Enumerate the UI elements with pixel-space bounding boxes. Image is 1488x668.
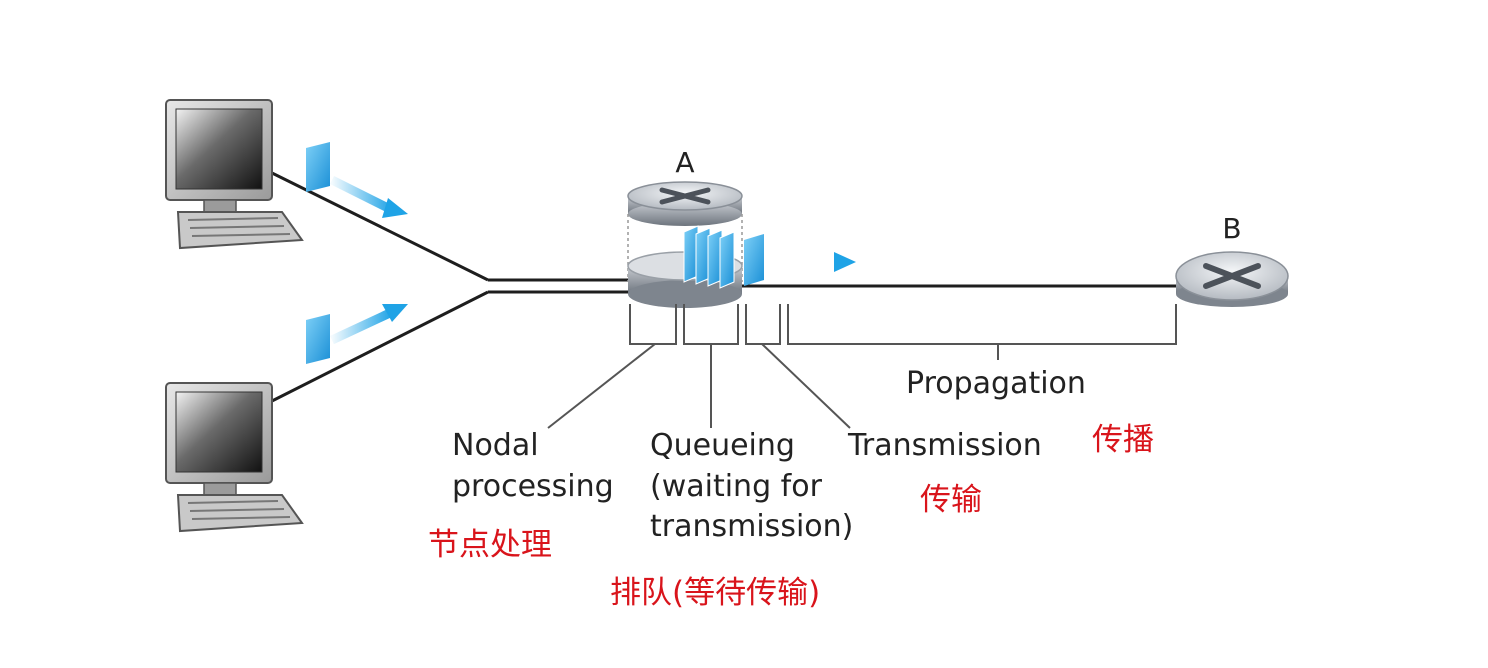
arrow-icon (768, 252, 856, 272)
cn-label-transmission: 传输 (920, 482, 982, 518)
bracket-nodal-processing (547, 304, 677, 429)
router-a (627, 181, 856, 308)
computer-icon (165, 382, 304, 533)
bracket-propagation (787, 304, 1177, 360)
packet-icon (306, 314, 330, 364)
bracket-queueing (683, 304, 739, 428)
bracket-transmission (745, 304, 851, 429)
router-b (1175, 251, 1289, 307)
packet-icon (306, 142, 330, 192)
router-a-label: A (675, 146, 694, 179)
link-host1 (269, 170, 489, 282)
router-b-label: B (1222, 212, 1241, 245)
cn-label-propagation: 传播 (1092, 422, 1154, 458)
cn-label-queueing: 排队(等待传输) (610, 575, 820, 611)
network-links (269, 170, 1180, 404)
computer-icon (165, 99, 304, 250)
arrow-icon (330, 304, 408, 345)
router-icon (627, 181, 743, 226)
packet-icon (683, 225, 735, 289)
label-nodal-processing: Nodal processing (452, 428, 614, 504)
packet-icon (744, 234, 764, 286)
label-propagation: Propagation (906, 366, 1086, 401)
cn-label-nodal-processing: 节点处理 (428, 527, 552, 563)
arrow-icon (329, 175, 408, 218)
router-icon (1175, 251, 1289, 307)
link-host2 (269, 290, 489, 404)
label-queueing: Queueing (waiting for transmission) (650, 428, 853, 544)
label-transmission: Transmission (847, 428, 1042, 463)
